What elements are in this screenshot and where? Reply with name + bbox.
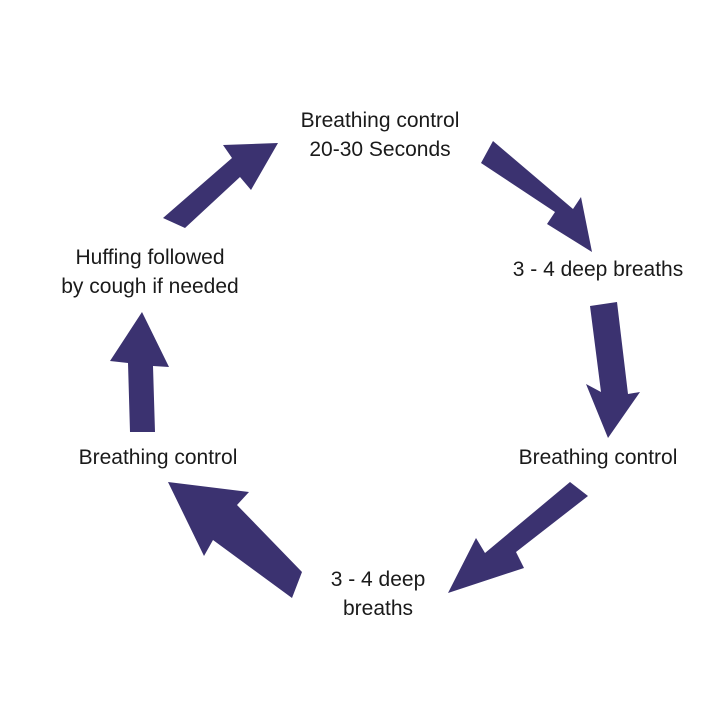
step-huffing-cough: Huffing followed by cough if needed	[30, 243, 270, 301]
step-label-line: Huffing followed	[75, 246, 225, 269]
step-label-line: Breathing control	[78, 446, 238, 469]
step-label-line: Breathing control	[300, 109, 460, 132]
arrow-right-down-icon	[586, 302, 640, 438]
step-label-line: 3 - 4 deep breaths	[512, 258, 684, 281]
step-breathing-control-timed: Breathing control 20-30 Seconds	[260, 106, 500, 164]
step-label-line: breaths	[342, 597, 414, 620]
step-label-line: Breathing control	[518, 446, 678, 469]
arrow-left-up-icon	[110, 312, 169, 432]
step-label-line: 20-30 Seconds	[309, 138, 451, 161]
arrow-right-to-bottom-icon	[448, 482, 588, 593]
arrow-bottom-to-left-icon	[168, 482, 302, 598]
step-breathing-control-left: Breathing control	[38, 443, 278, 472]
arrow-top-to-right-icon	[481, 141, 592, 252]
arrow-left-to-top-icon	[163, 143, 278, 228]
step-deep-breaths-right: 3 - 4 deep breaths	[478, 255, 718, 284]
step-deep-breaths-bottom: 3 - 4 deep breaths	[288, 565, 468, 623]
step-label-line: 3 - 4 deep	[330, 568, 426, 591]
step-label-line: by cough if needed	[61, 275, 239, 298]
step-breathing-control-right: Breathing control	[478, 443, 718, 472]
